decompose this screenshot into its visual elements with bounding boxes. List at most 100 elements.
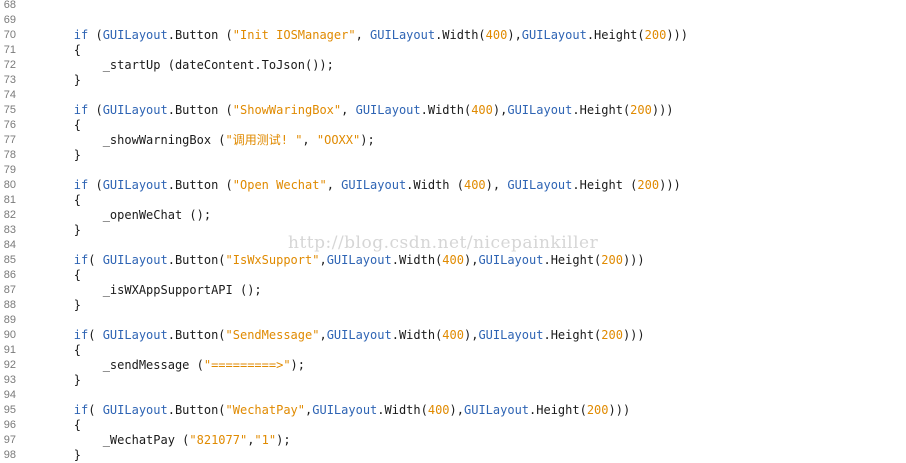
code-text: _WechatPay ("821077","1"); [16,433,291,448]
token-cls: GUILayout [102,178,168,192]
token-cls: GUILayout [312,403,378,417]
token-text: _WechatPay ( [16,433,190,447]
line-number: 89 [3,314,16,326]
code-text: { [16,343,81,358]
token-text: _isWXAppSupportAPI (); [16,283,262,297]
token-text: ), [463,328,479,342]
token-text: { [16,343,82,357]
token-str: "调用测试! " [225,133,303,147]
token-kw: if [73,253,89,267]
token-num: 400 [471,103,493,117]
token-str: "Init IOSManager" [232,28,356,42]
token-text: .Height( [529,403,587,417]
line-number: 82 [3,209,16,221]
line-number: 73 [3,74,16,86]
line-number: 83 [3,224,16,236]
code-text: if( GUILayout.Button("WechatPay",GUILayo… [16,403,630,418]
code-text: } [16,223,81,238]
token-text: , [305,403,313,417]
token-text: } [16,223,82,237]
line-number: 86 [3,269,16,281]
token-num: 200 [630,103,652,117]
token-cls: GUILayout [341,178,407,192]
token-text [16,28,74,42]
token-text: ( [88,328,103,342]
token-cls: GUILayout [507,103,573,117]
token-text: { [16,193,82,207]
line-number: 87 [3,284,16,296]
token-text: ), [507,28,522,42]
token-text: .Button( [167,253,226,267]
line-number: 88 [3,299,16,311]
code-text: if (GUILayout.Button ("ShowWaringBox", G… [16,103,674,118]
line-number: 98 [3,449,16,461]
line-number: 90 [3,329,16,341]
token-num: 200 [637,178,660,192]
token-text: , [247,433,255,447]
token-text: , [319,253,327,267]
token-text: ), [492,103,508,117]
line-number: 95 [3,404,16,416]
code-text: { [16,43,81,58]
line-number: 76 [3,119,16,131]
token-text: .Width( [391,328,443,342]
token-num: 400 [442,253,464,267]
token-str: "WechatPay" [225,403,306,417]
line-number: 80 [3,179,16,191]
line-number: 69 [3,14,16,26]
token-str: "OOXX" [316,133,361,147]
code-text: } [16,298,81,313]
token-num: 200 [586,403,609,417]
watermark-text: http://blog.csdn.net/nicepainkiller [288,233,599,253]
code-text: } [16,148,81,163]
token-text: .Width( [377,403,428,417]
token-text: ( [88,103,103,117]
token-kw: if [73,403,89,417]
token-text [16,178,74,192]
token-text: , [319,328,327,342]
code-text: _showWarningBox ("调用测试! ", "OOXX"); [16,133,375,148]
token-text: ), [463,253,479,267]
token-text: , [341,103,356,117]
token-num: 400 [427,403,450,417]
token-text: ))) [622,253,645,267]
token-text: .Button ( [167,28,233,42]
line-number: 78 [3,149,16,161]
token-text: ( [88,403,103,417]
token-str: "IsWxSupport" [225,253,320,267]
token-str: "=========>" [203,358,291,372]
token-num: 200 [601,328,623,342]
token-num: 400 [442,328,464,342]
token-cls: GUILayout [507,178,573,192]
line-number: 92 [3,359,16,371]
token-text: ); [290,358,305,372]
line-number: 71 [3,44,16,56]
token-text: , [302,133,317,147]
token-cls: GUILayout [326,328,392,342]
code-text: } [16,373,81,388]
token-text: { [16,418,82,432]
token-kw: if [73,328,89,342]
token-text: } [16,373,82,387]
token-str: "ShowWaringBox" [232,103,342,117]
code-text: if( GUILayout.Button("SendMessage",GUILa… [16,328,645,343]
code-text: if (GUILayout.Button ("Init IOSManager",… [16,28,688,43]
token-text: } [16,73,82,87]
token-num: 400 [485,28,508,42]
line-number: 72 [3,59,16,71]
code-text: { [16,268,81,283]
token-text: .Height ( [572,178,638,192]
line-number: 74 [3,89,16,101]
token-text: } [16,148,82,162]
line-number: 68 [3,0,16,11]
token-text: ))) [666,28,688,42]
code-text: _isWXAppSupportAPI (); [16,283,262,298]
token-text: , [355,28,371,42]
token-text: ( [88,28,103,42]
token-text: .Button( [167,403,226,417]
line-number: 70 [3,29,16,41]
token-text: .Height( [543,253,602,267]
token-str: "Open Wechat" [232,178,327,192]
line-number: 75 [3,104,16,116]
